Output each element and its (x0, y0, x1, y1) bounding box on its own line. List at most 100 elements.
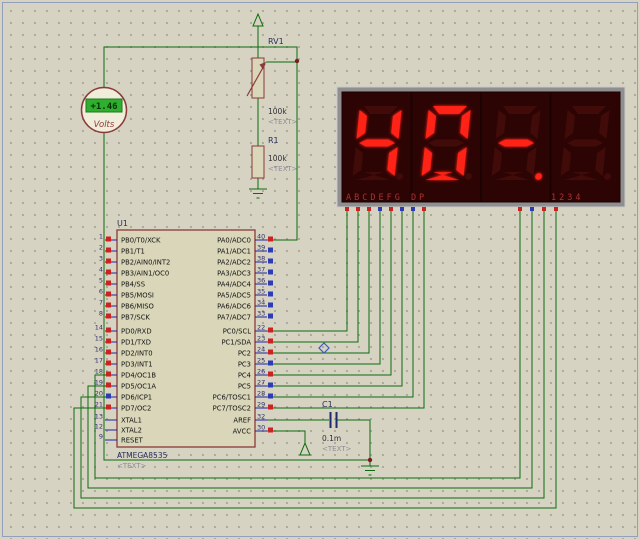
capacitor-c1[interactable] (329, 412, 338, 428)
r1-ref[interactable]: R1 (268, 136, 279, 145)
pin-name: PC6/TOSC1 (213, 393, 251, 401)
pin-number: 30 (257, 424, 265, 432)
pin-name: PD3/INT1 (121, 360, 153, 368)
wire-voltmeter-ground-rail[interactable] (103, 133, 370, 461)
pin-name: PC7/TOSC2 (213, 404, 251, 412)
pin-state-indicator (268, 360, 273, 366)
pin-number: 4 (99, 266, 103, 274)
u1-part[interactable]: ATMEGA8535 (117, 451, 168, 460)
pin-number: 15 (95, 335, 103, 343)
pin-state-indicator (106, 371, 111, 377)
c1-ref[interactable]: C1 (322, 400, 333, 409)
wire-pc0-seg-a[interactable] (267, 207, 348, 332)
wire-pc4-seg-e[interactable] (267, 207, 392, 376)
display-segment-labels: ABCDEFG DP (346, 193, 427, 203)
ground-terminal-r1[interactable] (249, 188, 267, 199)
pin-state-indicator (106, 247, 111, 253)
pin-state-indicator (268, 349, 273, 355)
wire-digit3-select[interactable] (80, 207, 545, 499)
display-pin-state-indicator (518, 207, 522, 211)
display-pin-state-indicator (356, 207, 360, 211)
wire-junction-dot (294, 58, 300, 64)
pin-state-indicator (106, 236, 111, 242)
pin-number: 28 (257, 390, 265, 398)
wire-pc7-seg-dp[interactable] (267, 207, 425, 409)
pin-number: 9 (99, 433, 103, 441)
display-pin-state-indicator (530, 207, 534, 211)
pin-name: PB2/AIN0/INT2 (121, 258, 170, 266)
pin-name: PD0/RXD (121, 327, 152, 335)
r1-text: <TEXT> (268, 165, 298, 173)
wire-pc6-seg-g[interactable] (267, 207, 414, 398)
pin-name: PB5/MOSI (121, 291, 154, 299)
display-pin-state-indicator (422, 207, 426, 211)
pin-state-indicator (268, 291, 273, 297)
mcu-atmega8535[interactable] (116, 229, 256, 448)
pin-number: 3 (99, 255, 103, 263)
pin-number: 6 (99, 288, 103, 296)
seven-segment-display[interactable]: ABCDEFG DP 1234 (336, 86, 626, 208)
wire-pc2-seg-c[interactable] (267, 207, 370, 354)
pin-number: 32 (257, 413, 265, 421)
pin-number: 19 (95, 379, 103, 387)
origin-marker-icon (318, 342, 330, 354)
wiper-arrow-icon (246, 63, 266, 97)
pin-number: 16 (95, 346, 103, 354)
up-arrow-icon (299, 441, 311, 456)
power-terminal-avcc[interactable] (299, 441, 311, 456)
pin-state-indicator (106, 258, 111, 264)
pin-state-indicator (106, 327, 111, 333)
ground-terminal-c1[interactable] (361, 465, 379, 476)
pin-number: 17 (95, 357, 103, 365)
wire-avcc-power[interactable] (267, 430, 306, 443)
pin-number: 35 (257, 288, 265, 296)
u1-ref[interactable]: U1 (117, 219, 128, 228)
pin-number: 5 (99, 277, 103, 285)
pin-name: PC3 (238, 360, 251, 368)
pin-number: 2 (99, 244, 103, 252)
pin-name: PA6/ADC6 (217, 302, 251, 310)
pin-state-indicator (268, 382, 273, 388)
voltmeter[interactable]: +1.46 Volts (80, 86, 128, 134)
pin-name: PD7/OC2 (121, 404, 151, 412)
pin-number: 25 (257, 357, 265, 365)
r1-value[interactable]: 100k (268, 154, 287, 163)
display-pin-state-indicator (378, 207, 382, 211)
pin-number: 37 (257, 266, 265, 274)
wire-digit1-select[interactable] (94, 207, 521, 479)
pin-state-indicator (106, 302, 111, 308)
pin-state-indicator (106, 393, 111, 399)
potentiometer-rv1[interactable] (246, 57, 266, 99)
pin-name: PB0/T0/XCK (121, 236, 161, 244)
wire-pc1-seg-b[interactable] (267, 207, 359, 343)
display-pin-state-indicator (367, 207, 371, 211)
wire-digit2-select[interactable] (87, 207, 533, 489)
rv1-value[interactable]: 100k (268, 107, 287, 116)
power-terminal-vcc[interactable] (252, 12, 264, 27)
pin-number: 26 (257, 368, 265, 376)
pin-state-indicator (106, 291, 111, 297)
pin-name: PA7/ADC7 (217, 313, 251, 321)
pin-number: 33 (257, 310, 265, 318)
pin-state-indicator (268, 427, 273, 433)
resistor-r1[interactable] (251, 145, 265, 179)
pin-state-indicator (268, 404, 273, 410)
display-digit-labels: 1234 (551, 193, 583, 203)
pin-name: PD2/INT0 (121, 349, 153, 357)
pin-name: PB6/MISO (121, 302, 154, 310)
wire-pc5-seg-f[interactable] (267, 207, 403, 387)
pin-state-indicator (268, 236, 273, 242)
pin-state-indicator (106, 382, 111, 388)
pin-state-indicator (106, 338, 111, 344)
wire-voltmeter-to-wiper-to-adc[interactable] (103, 46, 298, 241)
pin-number: 7 (99, 299, 103, 307)
pin-number: 36 (257, 277, 265, 285)
wire-pc3-seg-d[interactable] (267, 207, 381, 365)
pin-state-indicator (268, 269, 273, 275)
rv1-ref[interactable]: RV1 (268, 37, 284, 46)
wire-c1-to-ground[interactable] (337, 419, 371, 466)
wire-digit4-select[interactable] (73, 207, 557, 509)
pin-number: 12 (95, 423, 103, 431)
c1-value[interactable]: 0.1m (322, 434, 341, 443)
